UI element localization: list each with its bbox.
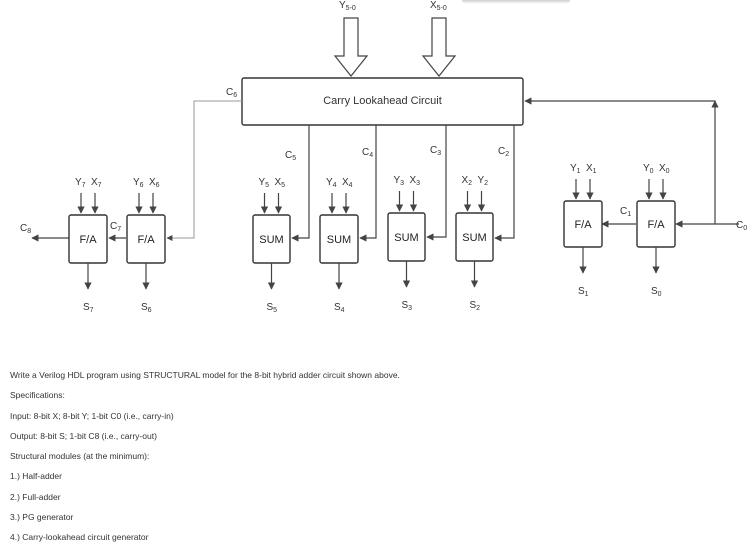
spec-output: Output: 8-bit S; 1-bit C8 (i.e., carry-o… [10, 430, 157, 441]
input-label-b-3: X4 [342, 177, 353, 189]
adder-box-label-4: SUM [394, 232, 418, 244]
input-label-b-2: X5 [275, 177, 286, 189]
input-label-b-1: X6 [149, 177, 160, 189]
output-label-5: S2 [470, 300, 481, 312]
x-bus-arrow [421, 17, 457, 77]
input-label-a-6: Y1 [570, 163, 581, 175]
adder-block-7: Y0 X0F/A S0 [636, 163, 676, 298]
output-label-6: S1 [578, 286, 589, 298]
c8-label: C8 [20, 223, 31, 235]
input-label-a-3: Y4 [326, 177, 337, 189]
output-label-0: S7 [83, 302, 94, 314]
input-label-b-4: X3 [410, 175, 421, 187]
c3-label: C3 [430, 145, 441, 157]
output-label-1: S6 [141, 302, 152, 314]
adder-box-label-7: F/A [647, 219, 665, 231]
c3-wire [426, 125, 447, 241]
adder-block-6: Y1 X1F/A S1 [563, 163, 603, 298]
module-pg-generator: 3.) PG generator [10, 512, 74, 523]
input-label-a-5: X2 [462, 175, 473, 187]
module-full-adder: 2.) Full-adder [10, 491, 61, 502]
output-label-2: S5 [267, 302, 278, 314]
output-label-7: S0 [651, 286, 662, 298]
input-label-a-0: Y7 [75, 177, 86, 189]
intro-text: Write a Verilog HDL program using STRUCT… [10, 370, 400, 380]
x-bus-label: X5-0 [430, 0, 447, 12]
c5-wire [291, 125, 310, 242]
adder-box-label-1: F/A [137, 234, 155, 246]
input-label-b-0: X7 [91, 177, 102, 189]
c6-label: C6 [226, 87, 237, 99]
input-label-a-4: Y3 [394, 175, 405, 187]
input-label-b-6: X1 [586, 163, 597, 175]
spec-heading: Specifications: [10, 390, 65, 401]
y-bus-label: Y5-0 [339, 0, 356, 12]
adder-box-label-2: SUM [259, 234, 283, 246]
adder-box-label-6: F/A [574, 219, 592, 231]
input-label-a-1: Y6 [133, 177, 144, 189]
adder-block-1: Y6 X6F/A S6 [126, 177, 166, 314]
modules-heading: Structural modules (at the minimum): [10, 451, 150, 462]
c2-label: C2 [498, 146, 509, 158]
adder-box-label-5: SUM [462, 232, 486, 244]
c7-label: C7 [110, 221, 121, 233]
question-text: Write a Verilog HDL program using STRUCT… [10, 368, 740, 551]
cla-label: Carry Lookahead Circuit [323, 95, 442, 107]
adder-box-label-3: SUM [327, 234, 351, 246]
c4-label: C4 [362, 147, 373, 159]
input-label-b-5: Y2 [478, 175, 489, 187]
y-bus-arrow [333, 17, 369, 77]
output-label-4: S3 [402, 300, 413, 312]
spec-input: Input: 8-bit X; 8-bit Y; 1-bit C0 (i.e.,… [10, 410, 174, 421]
c0-label: C0 [736, 220, 747, 232]
c5-label: C5 [285, 150, 296, 162]
adder-box-label-0: F/A [79, 234, 97, 246]
c1-label: C1 [620, 206, 631, 218]
output-label-3: S4 [334, 302, 345, 314]
c6-wire [166, 100, 242, 241]
adder-block-0: Y7 X7F/A S7 [68, 177, 108, 314]
module-cla-generator: 4.) Carry-lookahead circuit generator [10, 532, 149, 543]
c2-wire [494, 125, 515, 242]
top-shadow-decoration [462, 0, 570, 4]
hybrid-adder-diagram: Y5-0 X5-0 Carry Lookahead Circuit C6 C5 … [20, 0, 747, 314]
module-half-adder: 1.) Half-adder [10, 471, 62, 482]
c4-wire [359, 125, 377, 242]
input-label-a-2: Y5 [259, 177, 270, 189]
input-label-b-7: X0 [659, 163, 670, 175]
input-label-a-7: Y0 [643, 163, 654, 175]
